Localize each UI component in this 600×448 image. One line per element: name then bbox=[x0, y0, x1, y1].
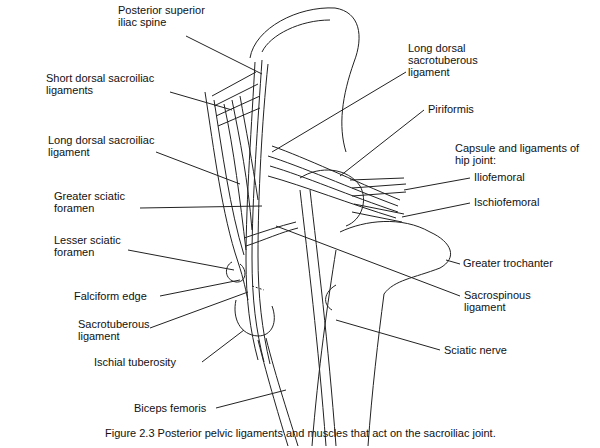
part-label: Sacrotuberous ligament bbox=[78, 318, 160, 342]
part-label: Ischiofemoral bbox=[474, 196, 584, 208]
part-label: Falciform edge bbox=[74, 290, 174, 302]
part-label: Lesser sciatic foramen bbox=[54, 234, 140, 258]
part-label: Capsule and ligaments of hip joint: bbox=[455, 142, 585, 166]
part-label: Ischial tuberosity bbox=[94, 356, 214, 368]
part-label: Biceps femoris bbox=[134, 402, 234, 414]
part-label: Sciatic nerve bbox=[444, 344, 554, 356]
figure-caption: Figure 2.3 Posterior pelvic ligaments an… bbox=[105, 427, 496, 440]
part-label: Long dorsal sacrotuberous ligament bbox=[408, 42, 494, 78]
part-label: Sacrospinous ligament bbox=[464, 289, 554, 313]
part-label: Greater trochanter bbox=[463, 257, 588, 269]
part-label: Piriformis bbox=[428, 103, 518, 115]
part-label: Greater sciatic foramen bbox=[54, 190, 144, 214]
part-label: Iliofemoral bbox=[474, 171, 574, 183]
part-label: Long dorsal sacroiliac ligament bbox=[48, 134, 172, 158]
part-label: Short dorsal sacroiliac ligaments bbox=[46, 72, 172, 96]
part-label: Posterior superior iliac spine bbox=[118, 4, 222, 28]
